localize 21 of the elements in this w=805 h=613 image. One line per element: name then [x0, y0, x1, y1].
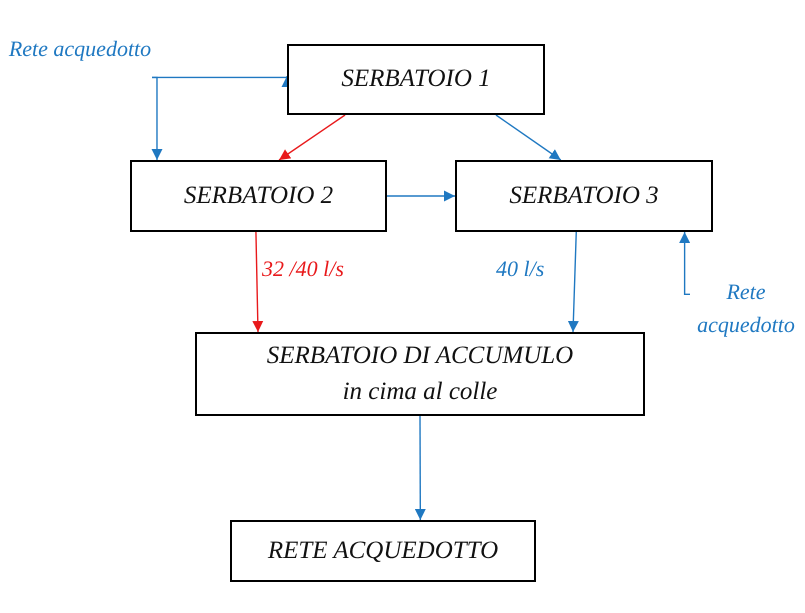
tank-label: SERBATOIO 1 [341, 64, 491, 94]
tank-box [130, 160, 387, 232]
arrow [568, 232, 579, 332]
arrow [151, 76, 162, 160]
tank-label: SERBATOIO DI ACCUMULO [266, 340, 574, 371]
tank-box [455, 160, 713, 232]
tank-box [287, 44, 545, 115]
tank-label: SERBATOIO 3 [509, 180, 659, 211]
arrow [414, 416, 426, 520]
tank-label: in cima al colle [342, 377, 498, 407]
tank-box [230, 520, 536, 582]
arrow [496, 114, 562, 161]
tank-label: SERBATOIO 2 [184, 180, 334, 211]
arrow [387, 190, 455, 202]
arrow [679, 232, 690, 296]
arrow [278, 114, 346, 161]
source-label: Rete acquedotto [8, 34, 152, 63]
tank-label: RETE ACQUEDOTTO [268, 536, 498, 566]
source-label: Rete acquedotto [696, 278, 796, 339]
tank-box [195, 332, 645, 416]
arrow [252, 232, 264, 332]
